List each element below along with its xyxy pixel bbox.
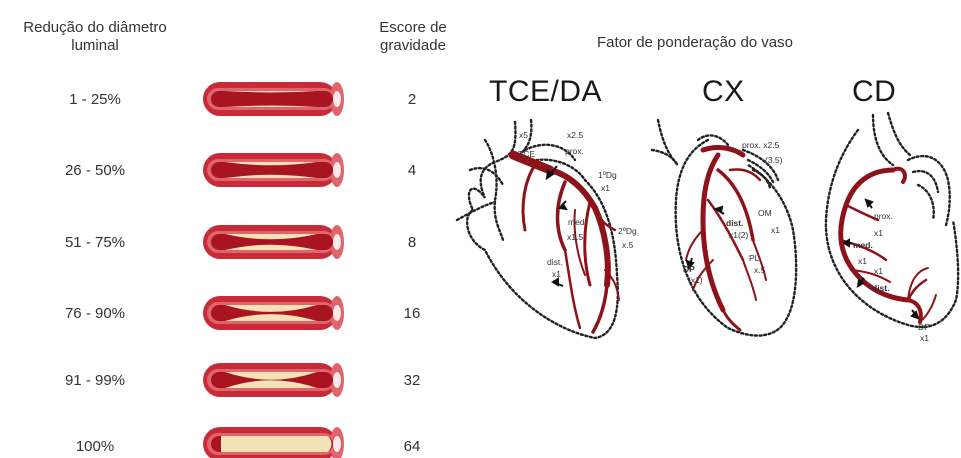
cx-om-x-label: x1 <box>771 225 780 235</box>
vessel-end-highlight <box>333 372 341 388</box>
vessel-stenosis-icon <box>203 363 345 397</box>
tce-dg2-label: 2ºDg <box>618 226 637 236</box>
tce-label: TCE <box>518 149 535 159</box>
severity-score: 8 <box>392 234 432 251</box>
score-header: Escore de gravidade <box>368 19 458 55</box>
reduction-header-line1: Redução do diâmetro <box>0 19 190 37</box>
range-label: 1 - 25% <box>40 91 150 108</box>
reduction-header: Redução do diâmetro luminal <box>0 19 190 55</box>
range-label: 100% <box>40 438 150 455</box>
cd-dist-label: dist. <box>872 283 889 293</box>
vessel-end-highlight <box>333 234 341 250</box>
severity-score: 2 <box>392 91 432 108</box>
cx-pl-label: PL <box>749 253 759 263</box>
cx-om-label: OM <box>758 208 772 218</box>
cx-dist-x-label: x1(2) <box>729 230 748 240</box>
vessel-stenosis-icon <box>203 296 345 330</box>
weighting-header: Fator de ponderação do vaso <box>560 34 830 52</box>
heart-cd-diagram <box>818 110 961 350</box>
vessel-stenosis-icon <box>203 225 345 259</box>
cd-med-x-label: x1 <box>858 256 867 266</box>
tce-x25-label: x2.5 <box>567 130 583 140</box>
severity-score: 16 <box>392 305 432 322</box>
tce-dist-label: dist. <box>547 257 563 267</box>
score-header-line2: gravidade <box>368 37 458 55</box>
tce-dg1-label: 1ºDg <box>598 170 617 180</box>
tce-dg2-x-label: x.5 <box>622 240 633 250</box>
vessel-stenosis-icon <box>203 82 345 116</box>
range-label: 76 - 90% <box>40 305 150 322</box>
cx-prox-alt-label: (3.5) <box>765 155 782 165</box>
tce-x5-label: x5 <box>519 130 528 140</box>
vessel-lumen <box>211 91 333 107</box>
tce-prox-label: prox. <box>565 146 584 156</box>
severity-score: 4 <box>392 162 432 179</box>
score-header-line1: Escore de <box>368 19 458 37</box>
tce-dist-x-label: x1 <box>552 269 561 279</box>
cx-title: CX <box>702 75 745 109</box>
vessel-end-highlight <box>333 305 341 321</box>
cx-dp-x-label: (x1) <box>688 275 703 285</box>
cd-med-label: med. <box>853 240 873 250</box>
range-label: 51 - 75% <box>40 234 150 251</box>
cd-dp-label: DP <box>918 322 930 332</box>
vessel-end-highlight <box>333 436 341 452</box>
cd-extra-x-label: x1 <box>874 266 883 276</box>
vessel-stenosis-icon <box>203 427 345 458</box>
vessel-stenosis-icon <box>203 153 345 187</box>
cx-prox-label: prox. x2.5 <box>742 140 779 150</box>
vessel-end-highlight <box>333 91 341 107</box>
range-label: 91 - 99% <box>40 372 150 389</box>
cd-title: CD <box>852 75 896 109</box>
vessel-plaque <box>221 436 332 452</box>
cx-pl-x-label: x.5 <box>754 265 765 275</box>
tce-med-x-label: x1.5 <box>567 232 583 242</box>
severity-score: 32 <box>392 372 432 389</box>
tce-med-label: med. <box>568 217 587 227</box>
tce-dg1-x-label: x1 <box>601 183 610 193</box>
tce-da-title: TCE/DA <box>489 75 602 109</box>
reduction-header-line2: luminal <box>0 37 190 55</box>
vessel-end-highlight <box>333 162 341 178</box>
cd-prox-x-label: x1 <box>874 228 883 238</box>
range-label: 26 - 50% <box>40 162 150 179</box>
cd-prox-label: prox. <box>874 211 893 221</box>
severity-score: 64 <box>392 438 432 455</box>
cx-dp-label: DP <box>683 264 695 274</box>
cd-dp-x-label: x1 <box>920 333 929 343</box>
cx-dist-label: dist. <box>726 218 743 228</box>
